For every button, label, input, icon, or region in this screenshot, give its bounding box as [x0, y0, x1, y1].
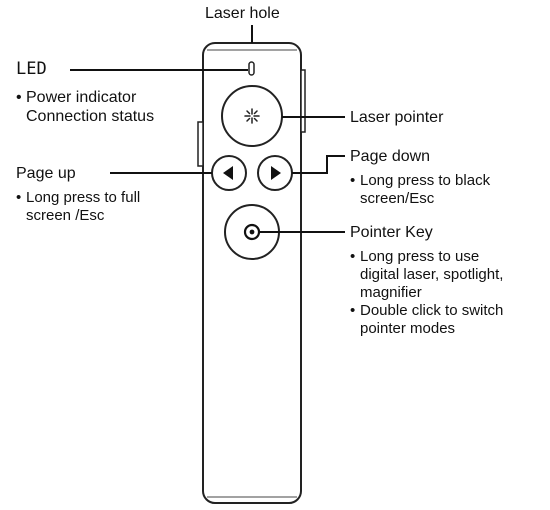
pointer-key-note-3: magnifier: [360, 284, 422, 301]
page-up-note-2: screen /Esc: [26, 207, 105, 224]
target-dot-center: [249, 229, 255, 235]
laser-pointer-button[interactable]: [221, 85, 283, 147]
led-indicator: [248, 61, 255, 76]
pointer-key-notes: •Long press to use digital laser, spotli…: [350, 248, 503, 338]
laser-hole-label: Laser hole: [205, 5, 280, 22]
triangle-right-icon: [271, 166, 281, 180]
bullet: •: [350, 172, 356, 189]
page-down-note-1: •Long press to black: [350, 172, 491, 189]
page-up-note-1: •Long press to full: [16, 189, 141, 206]
bullet: •: [350, 248, 356, 265]
page-down-note-2: screen/Esc: [360, 190, 435, 207]
bullet: •: [350, 302, 356, 319]
pointer-key-label: Pointer Key: [350, 224, 433, 241]
bullet: •: [16, 89, 22, 106]
side-switch: [197, 121, 204, 167]
page-down-label: Page down: [350, 148, 431, 165]
pointer-key-note-4: •Double click to switch: [350, 302, 504, 319]
led-notes: •Power indicator Connection status: [16, 88, 154, 126]
bullet: •: [16, 189, 22, 206]
triangle-left-icon: [223, 166, 233, 180]
leader-page-down: [292, 155, 345, 174]
pointer-key-note-2: digital laser, spotlight,: [360, 266, 504, 283]
laser-pointer-label: Laser pointer: [350, 109, 444, 126]
led-note-2: Connection status: [26, 108, 155, 125]
page-up-notes: •Long press to full screen /Esc: [16, 189, 140, 225]
laser-sparkle-icon: [244, 108, 260, 124]
led-label: LED: [16, 59, 47, 79]
side-rail: [300, 69, 306, 133]
led-note-1: •Power indicator: [16, 89, 137, 106]
page-down-notes: •Long press to black screen/Esc: [350, 172, 490, 208]
pointer-key-note-1: •Long press to use: [350, 248, 480, 265]
pointer-key-note-5: pointer modes: [360, 320, 456, 337]
page-up-label: Page up: [16, 165, 76, 182]
